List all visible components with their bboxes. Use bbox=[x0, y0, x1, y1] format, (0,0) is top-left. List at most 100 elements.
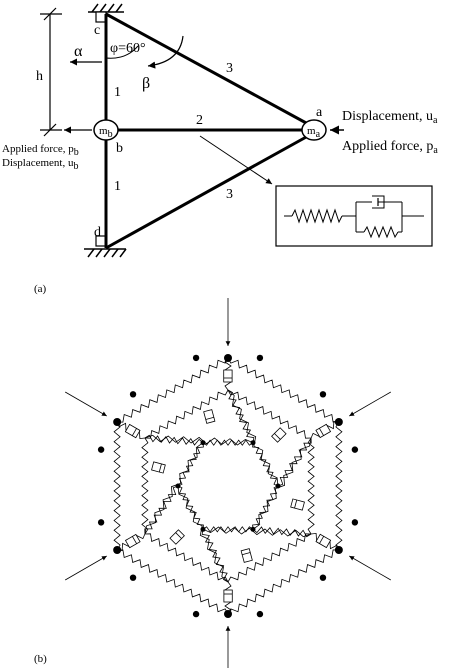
callout-arrow bbox=[199, 135, 273, 185]
panel-a: h α β φ=60° c d a b 1 1 2 3 3 mb ma Disp… bbox=[2, 3, 438, 295]
force-a-label: Applied force, pa bbox=[342, 139, 438, 156]
angle-arc bbox=[105, 45, 139, 59]
displacement-a-label: Displacement, ua bbox=[342, 109, 438, 126]
inner-dashpot bbox=[271, 427, 287, 443]
inner-dashpot-piston bbox=[158, 463, 162, 473]
inner-spring bbox=[177, 442, 204, 487]
outer-dashpot bbox=[315, 533, 332, 549]
diag-spring bbox=[277, 437, 312, 487]
lattice-node bbox=[97, 519, 105, 526]
lattice-node bbox=[113, 418, 122, 426]
lattice-node bbox=[129, 391, 137, 398]
load-arrow bbox=[64, 555, 107, 581]
node-c-label: c bbox=[94, 23, 100, 38]
inner-dashpot bbox=[240, 548, 253, 563]
inner-node bbox=[275, 483, 281, 489]
member-3-bottom-label: 3 bbox=[226, 187, 233, 202]
displacement-b-label: Displacement, ub bbox=[2, 157, 78, 172]
lattice-node bbox=[334, 546, 343, 554]
outer-spring bbox=[117, 357, 229, 423]
outer-spring bbox=[227, 357, 339, 423]
outer-dashpot bbox=[315, 423, 332, 439]
alpha-label: α bbox=[74, 43, 83, 60]
node-d-label: d bbox=[94, 225, 101, 240]
mass-b-node bbox=[93, 119, 119, 141]
outer-spring bbox=[227, 549, 339, 615]
lattice-node bbox=[256, 610, 264, 618]
mid-spring bbox=[307, 437, 315, 535]
diag-spring bbox=[201, 529, 229, 583]
node-a-label: a bbox=[316, 105, 323, 120]
panel-b-label: (b) bbox=[34, 653, 47, 665]
outer-dashpot bbox=[124, 423, 141, 439]
outer-dashpot-piston bbox=[319, 536, 325, 544]
height-dimension bbox=[40, 7, 62, 137]
mass-b-label: mb bbox=[99, 125, 113, 140]
lattice-node bbox=[192, 610, 200, 618]
load-arrow bbox=[349, 555, 392, 581]
outer-spring bbox=[335, 421, 343, 551]
inner-spring bbox=[202, 439, 254, 446]
diag-spring bbox=[202, 526, 312, 538]
lattice-node bbox=[319, 391, 327, 398]
load-arrow bbox=[349, 391, 392, 417]
outer-spring bbox=[117, 549, 229, 615]
node-b-label: b bbox=[116, 141, 123, 156]
outer-dashpot-piston bbox=[131, 536, 137, 544]
lattice-node bbox=[97, 446, 105, 453]
panel-b: (b) bbox=[34, 298, 392, 668]
lattice-node bbox=[319, 574, 327, 581]
diag-spring bbox=[227, 389, 255, 443]
viscoelastic-element-box bbox=[275, 185, 433, 247]
top-support bbox=[88, 3, 124, 13]
member-2-label: 2 bbox=[196, 113, 203, 128]
inner-node bbox=[175, 483, 181, 489]
force-b-label: Applied force, pb bbox=[2, 143, 79, 158]
mid-spring bbox=[141, 437, 149, 535]
lattice-node bbox=[334, 418, 343, 426]
mass-a-node bbox=[301, 119, 327, 141]
panel-a-label: (a) bbox=[34, 283, 47, 295]
load-arrow bbox=[64, 391, 107, 417]
spring-series bbox=[291, 208, 343, 224]
spring-parallel bbox=[363, 225, 399, 239]
inner-dashpot bbox=[151, 461, 166, 474]
outer-dashpot bbox=[124, 533, 141, 549]
lattice-node bbox=[113, 546, 122, 554]
member-3-upper bbox=[105, 12, 309, 126]
diag-spring bbox=[144, 442, 204, 535]
member-3-lower bbox=[105, 134, 309, 250]
member-1-bottom-label: 1 bbox=[114, 179, 121, 194]
inner-node bbox=[250, 526, 256, 532]
inner-dashpot-piston bbox=[205, 416, 215, 420]
inner-dashpot-piston bbox=[274, 433, 281, 440]
diag-spring bbox=[252, 437, 312, 530]
mid-spring bbox=[227, 533, 312, 583]
member-1-top-label: 1 bbox=[114, 85, 121, 100]
beta-arc bbox=[147, 35, 184, 69]
diag-spring bbox=[177, 485, 229, 583]
outer-dashpot-piston bbox=[319, 428, 325, 436]
inner-spring bbox=[202, 526, 254, 533]
inner-node bbox=[250, 440, 256, 446]
inner-node bbox=[200, 440, 206, 446]
angle-label: φ=60° bbox=[110, 41, 146, 56]
lattice-node bbox=[256, 354, 264, 362]
inner-dashpot bbox=[290, 498, 305, 511]
lattice-node bbox=[224, 610, 232, 618]
inner-dashpot-piston bbox=[241, 552, 251, 556]
inner-dashpot-piston bbox=[175, 532, 182, 539]
outer-spring bbox=[113, 421, 121, 551]
member-3-top-label: 3 bbox=[226, 61, 233, 76]
diag-spring bbox=[227, 389, 279, 487]
truss-members bbox=[104, 12, 309, 250]
lattice-node bbox=[351, 519, 359, 526]
mid-spring bbox=[144, 533, 229, 583]
mass-a-label: ma bbox=[307, 125, 321, 140]
beta-label: β bbox=[142, 75, 150, 92]
height-label: h bbox=[36, 69, 43, 84]
outer-dashpot-piston bbox=[131, 428, 137, 436]
inner-node bbox=[200, 526, 206, 532]
inner-spring bbox=[177, 485, 204, 530]
